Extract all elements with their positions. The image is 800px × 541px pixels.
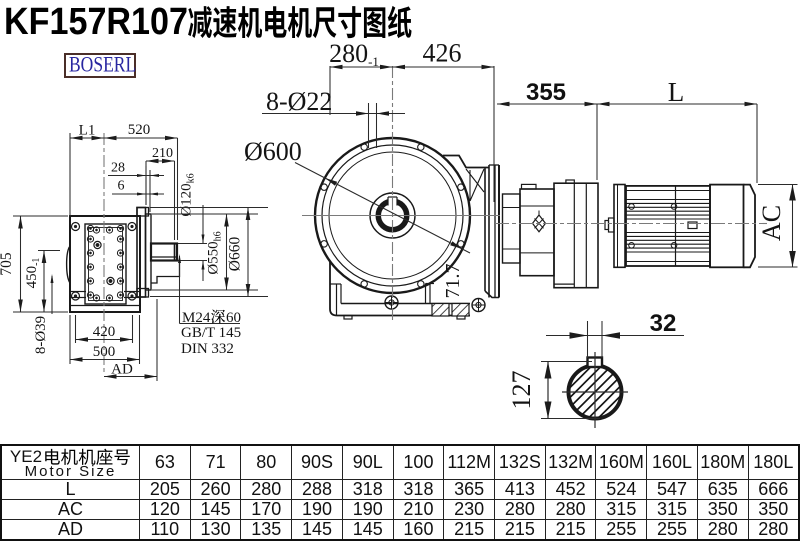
svg-text:Ø600: Ø600	[244, 137, 302, 166]
svg-text:28: 28	[111, 161, 125, 176]
svg-text:Ø120k6: Ø120k6	[179, 173, 197, 216]
svg-text:KF157R107: KF157R107	[4, 1, 188, 43]
svg-text:420: 420	[93, 324, 116, 340]
svg-text:DIN 332: DIN 332	[181, 341, 234, 357]
svg-text:71.7: 71.7	[442, 264, 464, 299]
svg-text:8-Ø22: 8-Ø22	[266, 87, 332, 116]
svg-text:AD: AD	[111, 362, 133, 378]
svg-text:520: 520	[128, 122, 151, 138]
svg-text:280-1: 280-1	[329, 39, 379, 69]
svg-text:426: 426	[423, 39, 462, 68]
svg-text:L1: L1	[79, 123, 96, 139]
svg-text:60: 60	[226, 310, 241, 326]
svg-text:L: L	[668, 77, 685, 107]
svg-text:500: 500	[93, 344, 116, 360]
svg-text:GB/T 145: GB/T 145	[181, 325, 241, 341]
svg-text:705: 705	[0, 252, 15, 276]
svg-text:AC: AC	[757, 205, 786, 241]
svg-text:8-Ø39: 8-Ø39	[33, 316, 49, 354]
svg-text:M24: M24	[182, 310, 211, 326]
svg-text:450-1: 450-1	[24, 258, 42, 289]
svg-text:127: 127	[507, 371, 536, 410]
svg-text:32: 32	[650, 310, 677, 337]
svg-text:355: 355	[526, 79, 566, 106]
svg-text:210: 210	[152, 146, 173, 161]
svg-text:Ø660: Ø660	[227, 237, 244, 272]
svg-text:Ø550h6: Ø550h6	[206, 231, 224, 274]
svg-text:6: 6	[118, 179, 125, 194]
